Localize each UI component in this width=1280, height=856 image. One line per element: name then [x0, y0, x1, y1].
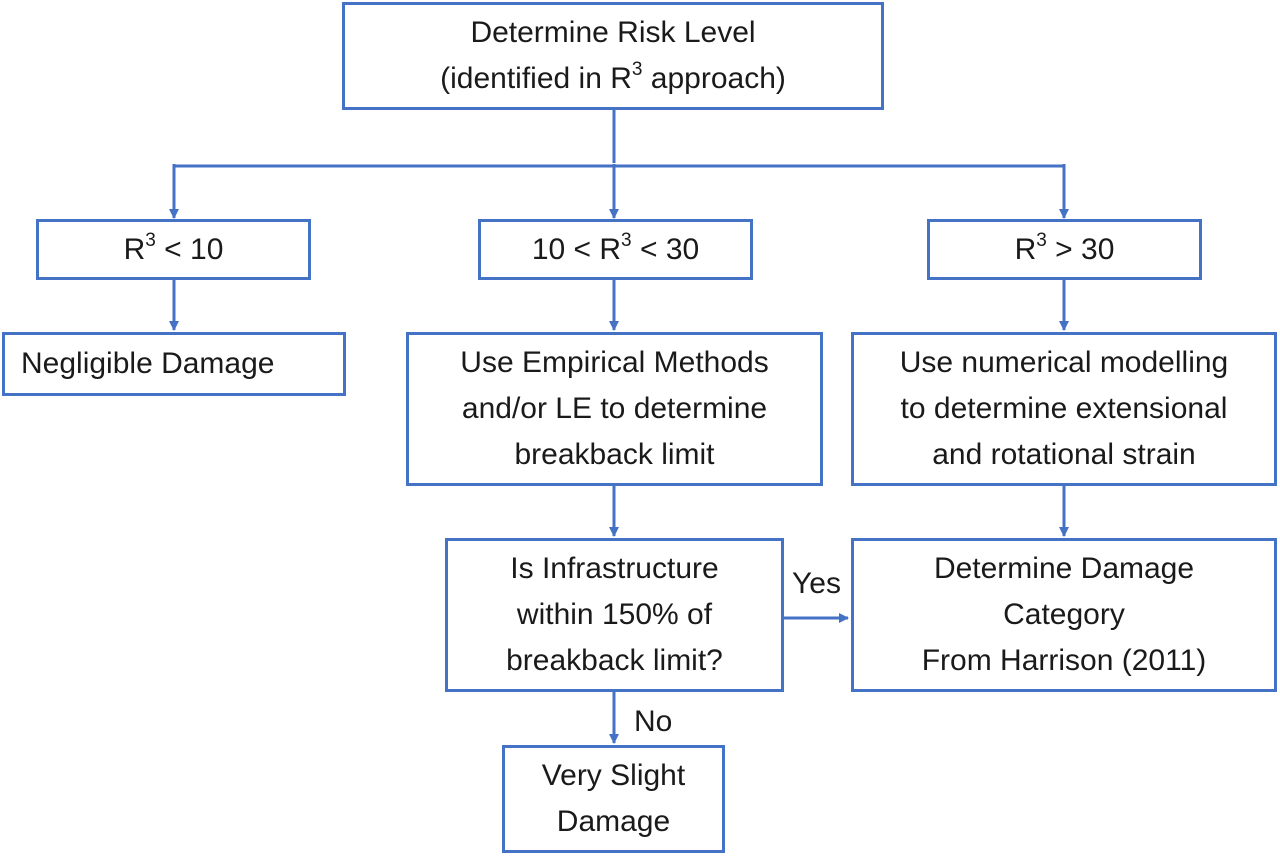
edge-label-yes: Yes [792, 567, 841, 600]
node-r3-between-10-30: 10 < R3 < 30 [478, 219, 753, 280]
edge-label-no: No [634, 705, 673, 738]
node-use-numerical-modelling: Use numerical modelling to determine ext… [851, 332, 1277, 486]
node-very-slight-damage: Very Slight Damage [502, 745, 725, 853]
node-determine-damage-category: Determine Damage Category From Harrison … [851, 538, 1277, 692]
node-risk-line1: Determine Risk Level [470, 16, 756, 49]
node-negligible-damage: Negligible Damage [2, 332, 346, 396]
node-is-infrastructure-within: Is Infrastructure within 150% of breakba… [445, 538, 784, 692]
node-risk-line2: (identified in R3 approach) [440, 59, 786, 95]
node-determine-risk-level: Determine Risk Level (identified in R3 a… [342, 2, 884, 110]
node-use-empirical-methods: Use Empirical Methods and/or LE to deter… [406, 332, 823, 486]
node-r3-greater-30: R3 > 30 [927, 219, 1202, 280]
node-r3-less-10: R3 < 10 [36, 219, 311, 280]
